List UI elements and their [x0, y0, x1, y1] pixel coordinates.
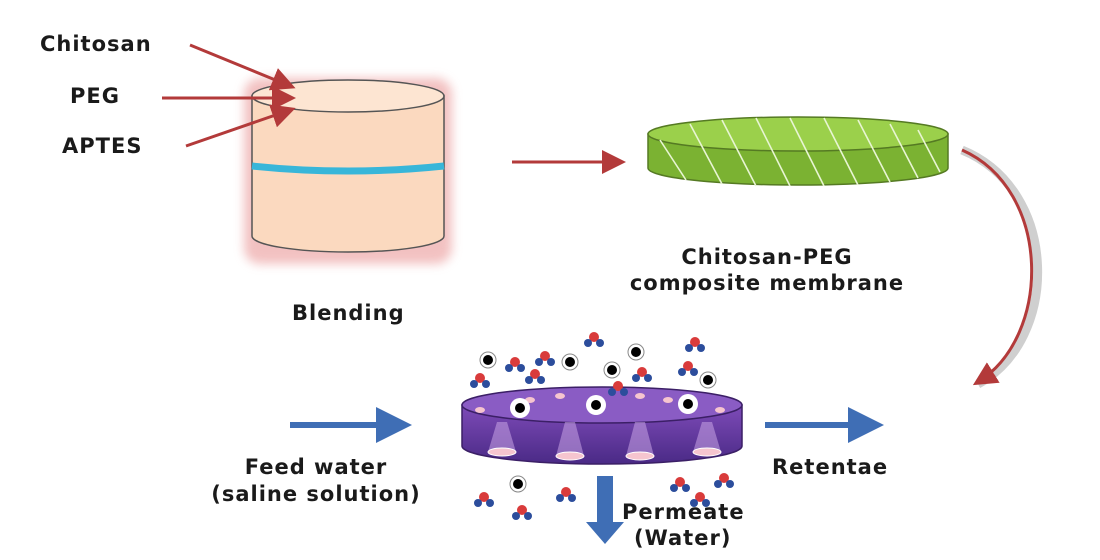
- membrane-to-filter-curved-arrow: [960, 145, 1043, 388]
- water-molecule: [632, 367, 652, 382]
- water-molecule: [525, 369, 545, 384]
- blending-beaker: [244, 78, 452, 264]
- chitosan-label: Chitosan: [40, 32, 152, 56]
- water-molecule: [470, 373, 490, 388]
- water-molecule: [556, 487, 576, 502]
- water-molecule: [714, 473, 734, 488]
- aptes-arrow: [185, 104, 296, 148]
- input-arrows: [162, 43, 296, 148]
- salt-ion: [627, 343, 645, 361]
- permeate-arrow: [586, 476, 624, 544]
- salt-ion: [561, 353, 579, 371]
- retentate-label: Retentae: [772, 455, 889, 479]
- salt-ion: [479, 351, 497, 369]
- salt-ion: [509, 475, 527, 493]
- aptes-label: APTES: [62, 134, 143, 158]
- salt-ion: [699, 371, 717, 389]
- water-molecule: [535, 351, 555, 366]
- water-molecule: [608, 381, 628, 396]
- water-molecule: [474, 492, 494, 507]
- surface-salt-ions: [510, 394, 698, 418]
- chitosan-arrow: [189, 43, 296, 91]
- permeate-label-line1: Permeate: [622, 500, 745, 524]
- water-and-salt-molecules: [470, 332, 734, 520]
- water-molecule: [678, 361, 698, 376]
- water-molecule: [670, 477, 690, 492]
- water-molecule: [505, 357, 525, 372]
- membrane-stripes: [659, 117, 941, 187]
- composite-membrane-disc: [647, 116, 949, 187]
- water-molecule: [512, 505, 532, 520]
- water-molecule: [685, 337, 705, 352]
- blending-label: Blending: [292, 301, 405, 325]
- feed-label-line1: Feed water: [244, 455, 388, 479]
- feed-label-line2: (saline solution): [211, 482, 421, 506]
- membrane-label-line2: composite membrane: [629, 271, 905, 295]
- liquid-surface-line: [251, 162, 445, 175]
- peg-label: PEG: [70, 84, 120, 108]
- water-molecule: [584, 332, 604, 347]
- water-molecule: [690, 492, 710, 507]
- filtration-membrane: [461, 386, 743, 465]
- membrane-label-line1: Chitosan-PEG: [681, 245, 853, 269]
- membrane-pores: [475, 393, 725, 461]
- permeate-label-line2: (Water): [634, 526, 732, 550]
- salt-ion: [603, 361, 621, 379]
